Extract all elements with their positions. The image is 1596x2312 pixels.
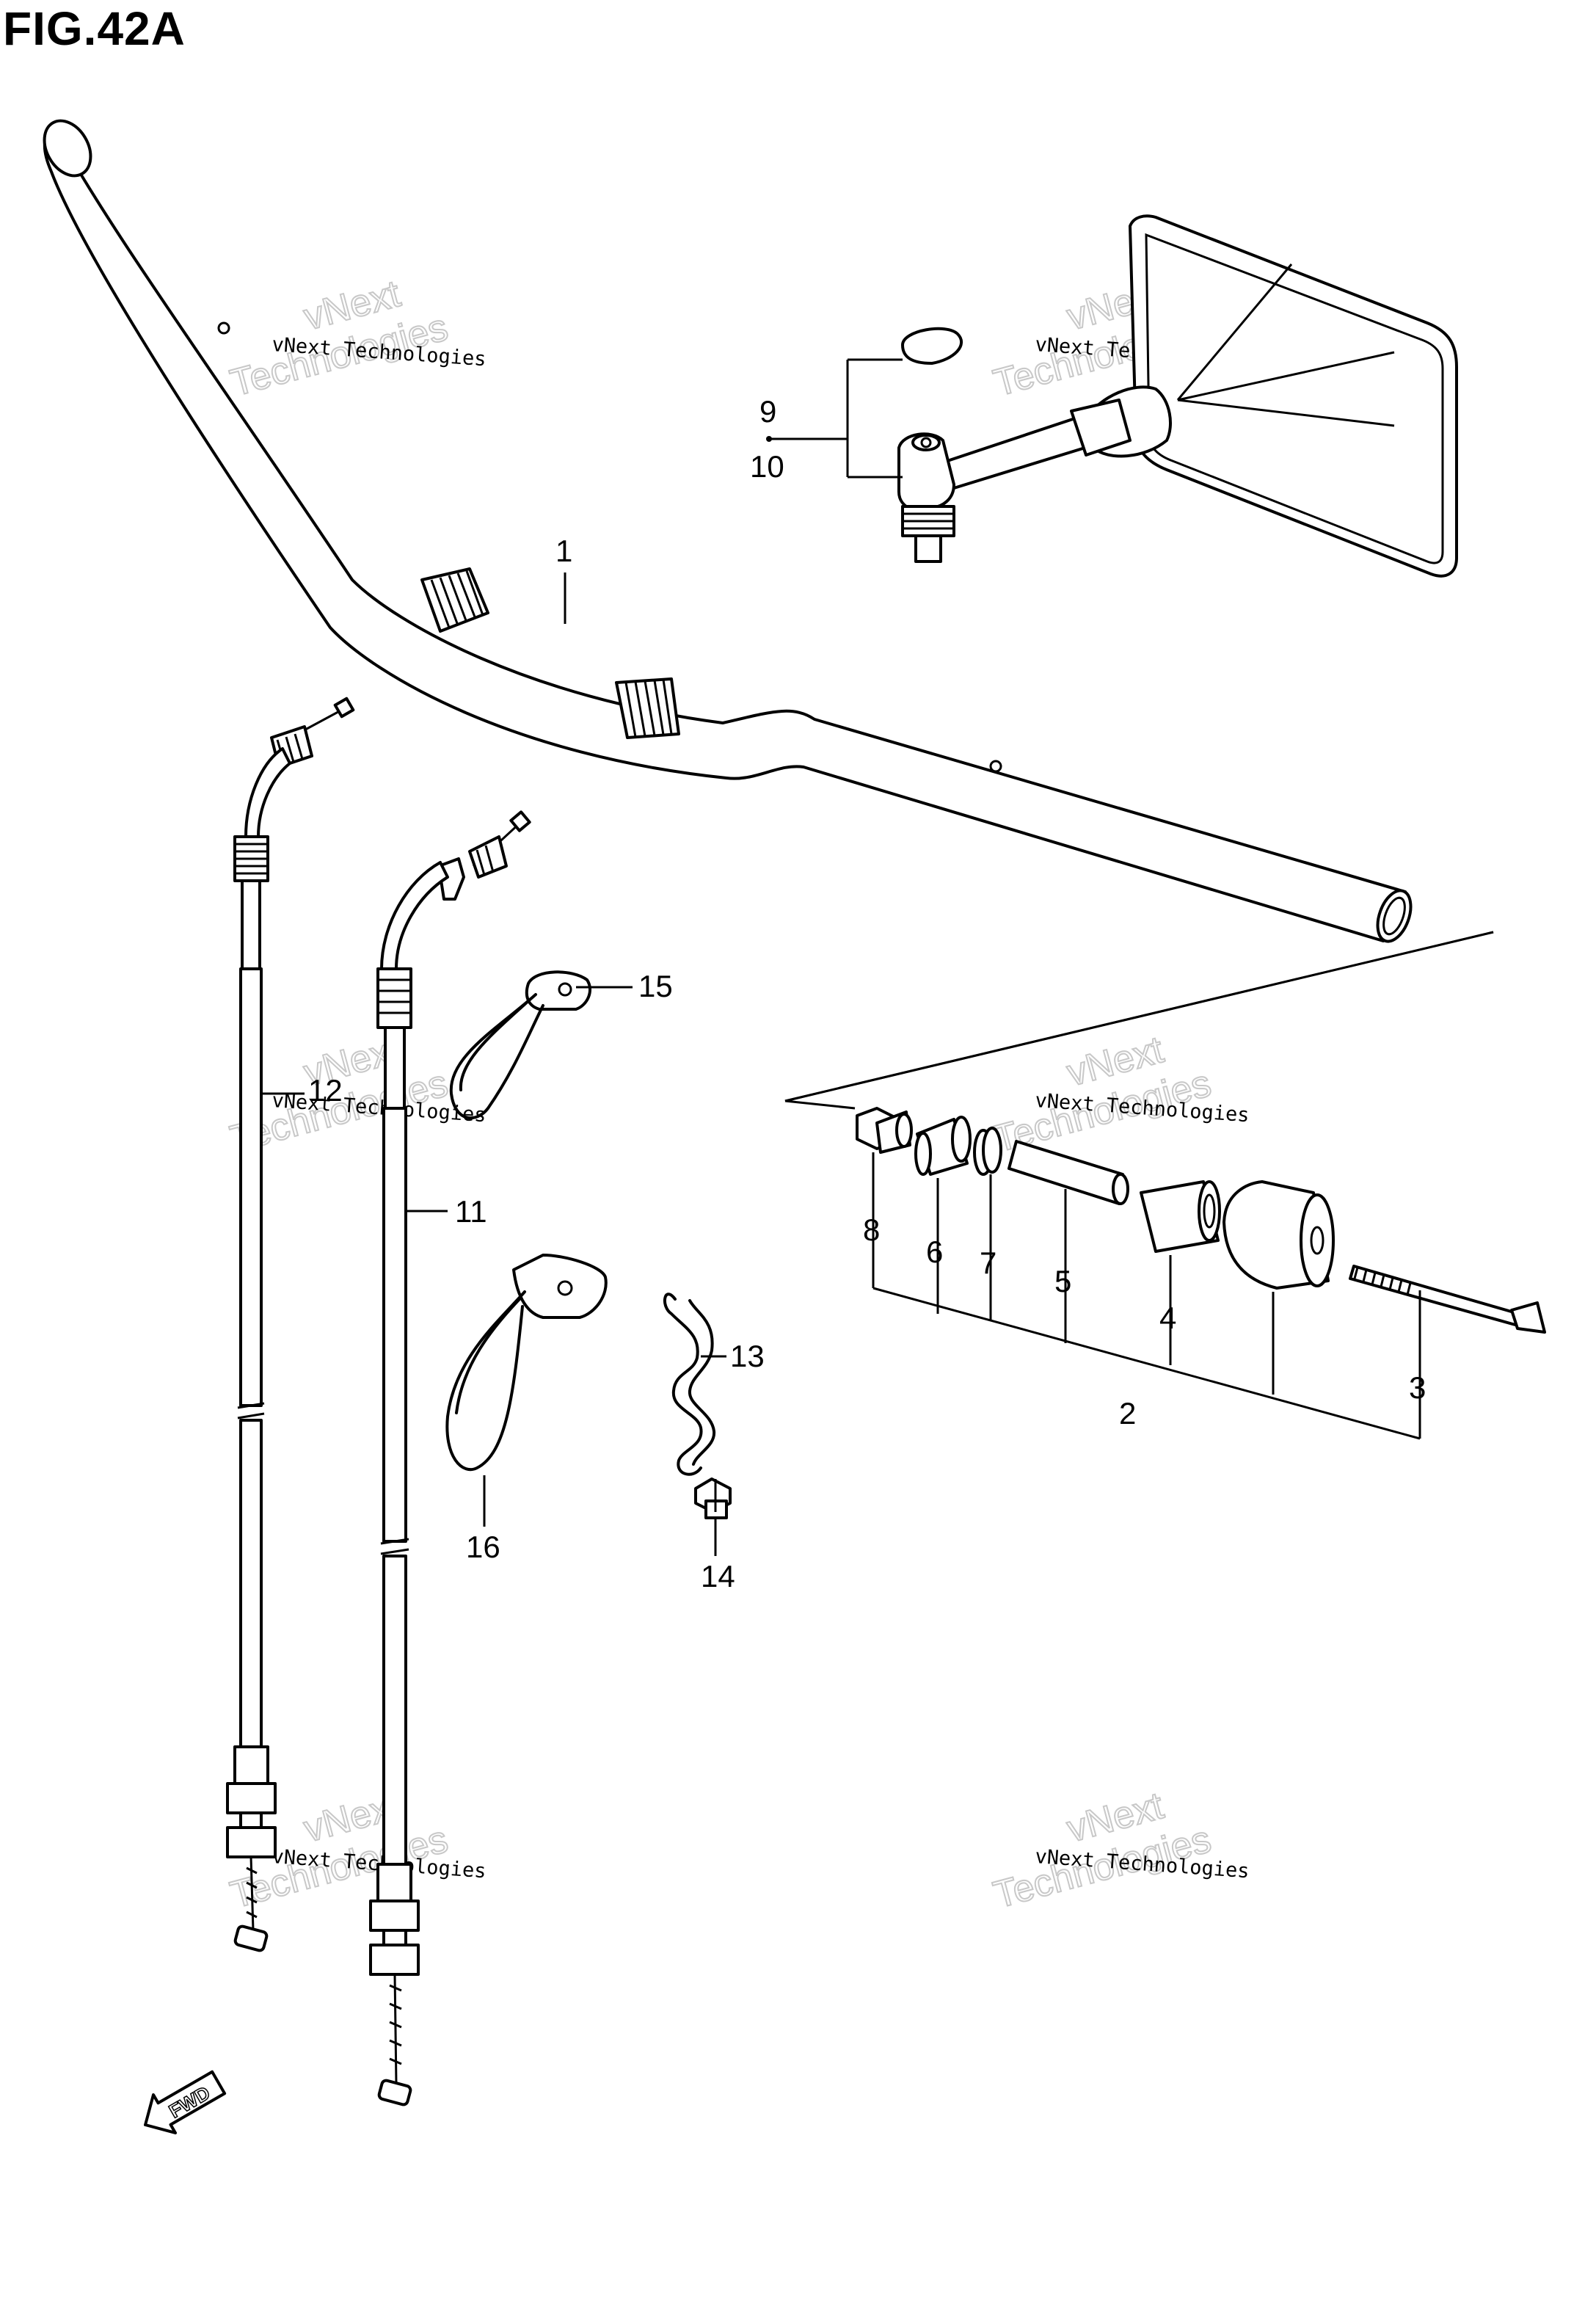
watermark-group: vNext Technologies vNext Technologies vN…: [225, 272, 1250, 1918]
mirror-mount-hole: [911, 434, 941, 451]
watermark-1: vNext Technologies vNext Technologies: [225, 272, 487, 406]
mirror-frame: [1129, 214, 1458, 578]
callout-8: 8: [863, 1213, 880, 1247]
watermark-4: vNext Technologies vNext Technologies: [988, 1028, 1250, 1162]
clamp-15: [449, 970, 591, 1120]
cable-12-lower-nut: [226, 1782, 277, 1814]
clip-13-wire: [663, 1293, 703, 1476]
callout-12: 12: [308, 1073, 343, 1108]
fwd-arrow-shape: [144, 2070, 227, 2134]
cable-11-lower-nut: [369, 1900, 420, 1932]
handlebar-right-bore: [1382, 896, 1406, 936]
fwd-direction-arrow: FWD: [144, 2070, 227, 2134]
callout-10: 10: [750, 449, 784, 484]
cable-11: [369, 810, 531, 2106]
mirror-arm-joint: [1070, 399, 1132, 457]
callout-bracket-9-10: [766, 358, 903, 479]
leader-lines: [261, 572, 726, 1556]
cable-11-sheath-b: [382, 1555, 407, 1866]
cable-12-lower-shaft: [239, 1811, 263, 1829]
cable-11-nut: [376, 967, 412, 1029]
cable-12-sheath-a: [239, 967, 263, 1407]
part-6-sleeve: [914, 1116, 972, 1176]
figure-title: FIG.42A: [3, 2, 186, 55]
cable-11-inner-wire: [393, 1974, 398, 2085]
cable-12-sheath-b: [239, 1419, 263, 1748]
handlebar: [43, 119, 1413, 943]
handlebar-left-end: [43, 119, 92, 178]
callout-4: 4: [1159, 1301, 1176, 1335]
handlebar-tube: [43, 126, 1407, 942]
callout-16: 16: [466, 1530, 500, 1564]
cable-12-tip-end: [333, 697, 355, 719]
mirror-assembly: [897, 214, 1458, 578]
handlebar-punch-mark-right: [989, 760, 1002, 773]
cable-12-upper-sheath: [241, 879, 261, 970]
clip-13: [663, 1293, 716, 1476]
cable-11-sheath-a: [382, 1107, 407, 1543]
cable-11-lower-fitting: [376, 1863, 412, 1902]
part-8-bolt: [856, 1107, 913, 1154]
callout-14: 14: [701, 1559, 735, 1593]
callout-3: 3: [1409, 1370, 1426, 1405]
assembly-guide-line-2: [784, 931, 1494, 1110]
mirror-cap: [901, 327, 963, 365]
clamp-15-loop: [449, 993, 544, 1120]
callout-9: 9: [759, 394, 776, 429]
cable-12-lower-fitting: [233, 1745, 269, 1785]
handlebar-knurl-2: [615, 677, 680, 739]
cable-12-lower-nut-2: [226, 1826, 277, 1858]
cable-11-lower-nut-2: [369, 1944, 420, 1976]
callout-1: 1: [555, 534, 572, 568]
part-4-collar: [1140, 1180, 1221, 1253]
cable-11-bend: [380, 861, 449, 970]
cable-11-upper-sheath: [384, 1026, 406, 1110]
cable-12-break: [237, 1402, 265, 1419]
callout-5: 5: [1054, 1264, 1071, 1298]
callout-2: 2: [1119, 1396, 1136, 1431]
leader-lines-2-8: [872, 1152, 1421, 1440]
handlebar-punch-mark-left: [217, 321, 230, 335]
mirror-mount-bolt-head: [920, 437, 932, 448]
part-3-screw: [1349, 1265, 1546, 1334]
cable-11-end-barrel: [377, 2079, 412, 2106]
bolt-14: [694, 1477, 732, 1519]
mirror-stem: [941, 413, 1098, 490]
bar-end-weight: [1222, 1180, 1335, 1290]
handlebar-knurl-1: [420, 567, 489, 633]
cable-11-break: [380, 1538, 409, 1555]
callout-13: 13: [730, 1339, 765, 1373]
mirror-reflection-lines: [1176, 263, 1395, 427]
bar-end-assembly: [784, 931, 1546, 1440]
cable-12-end-barrel: [233, 1924, 269, 1952]
watermark-6: vNext Technologies vNext Technologies: [988, 1784, 1250, 1918]
clamp-16-loop: [445, 1290, 526, 1472]
part-5-rod: [1007, 1140, 1129, 1205]
mirror-mount-body: [897, 432, 955, 512]
mirror-mount-thread: [914, 534, 942, 563]
callout-6: 6: [926, 1235, 943, 1269]
callout-7: 7: [980, 1246, 996, 1280]
handlebar-right-end: [1376, 889, 1413, 943]
part-7-ring: [973, 1127, 1002, 1176]
callout-15: 15: [638, 969, 673, 1003]
callout-11: 11: [455, 1194, 487, 1229]
cable-12-bend: [244, 747, 291, 838]
cable-12: [226, 697, 355, 1952]
bracket-dot: [766, 436, 772, 442]
callout-labels: 1 2 3 4 5 6 7 8 9 10 11 12 13 14 15 16: [308, 394, 1426, 1593]
clamp-16: [445, 1254, 608, 1472]
